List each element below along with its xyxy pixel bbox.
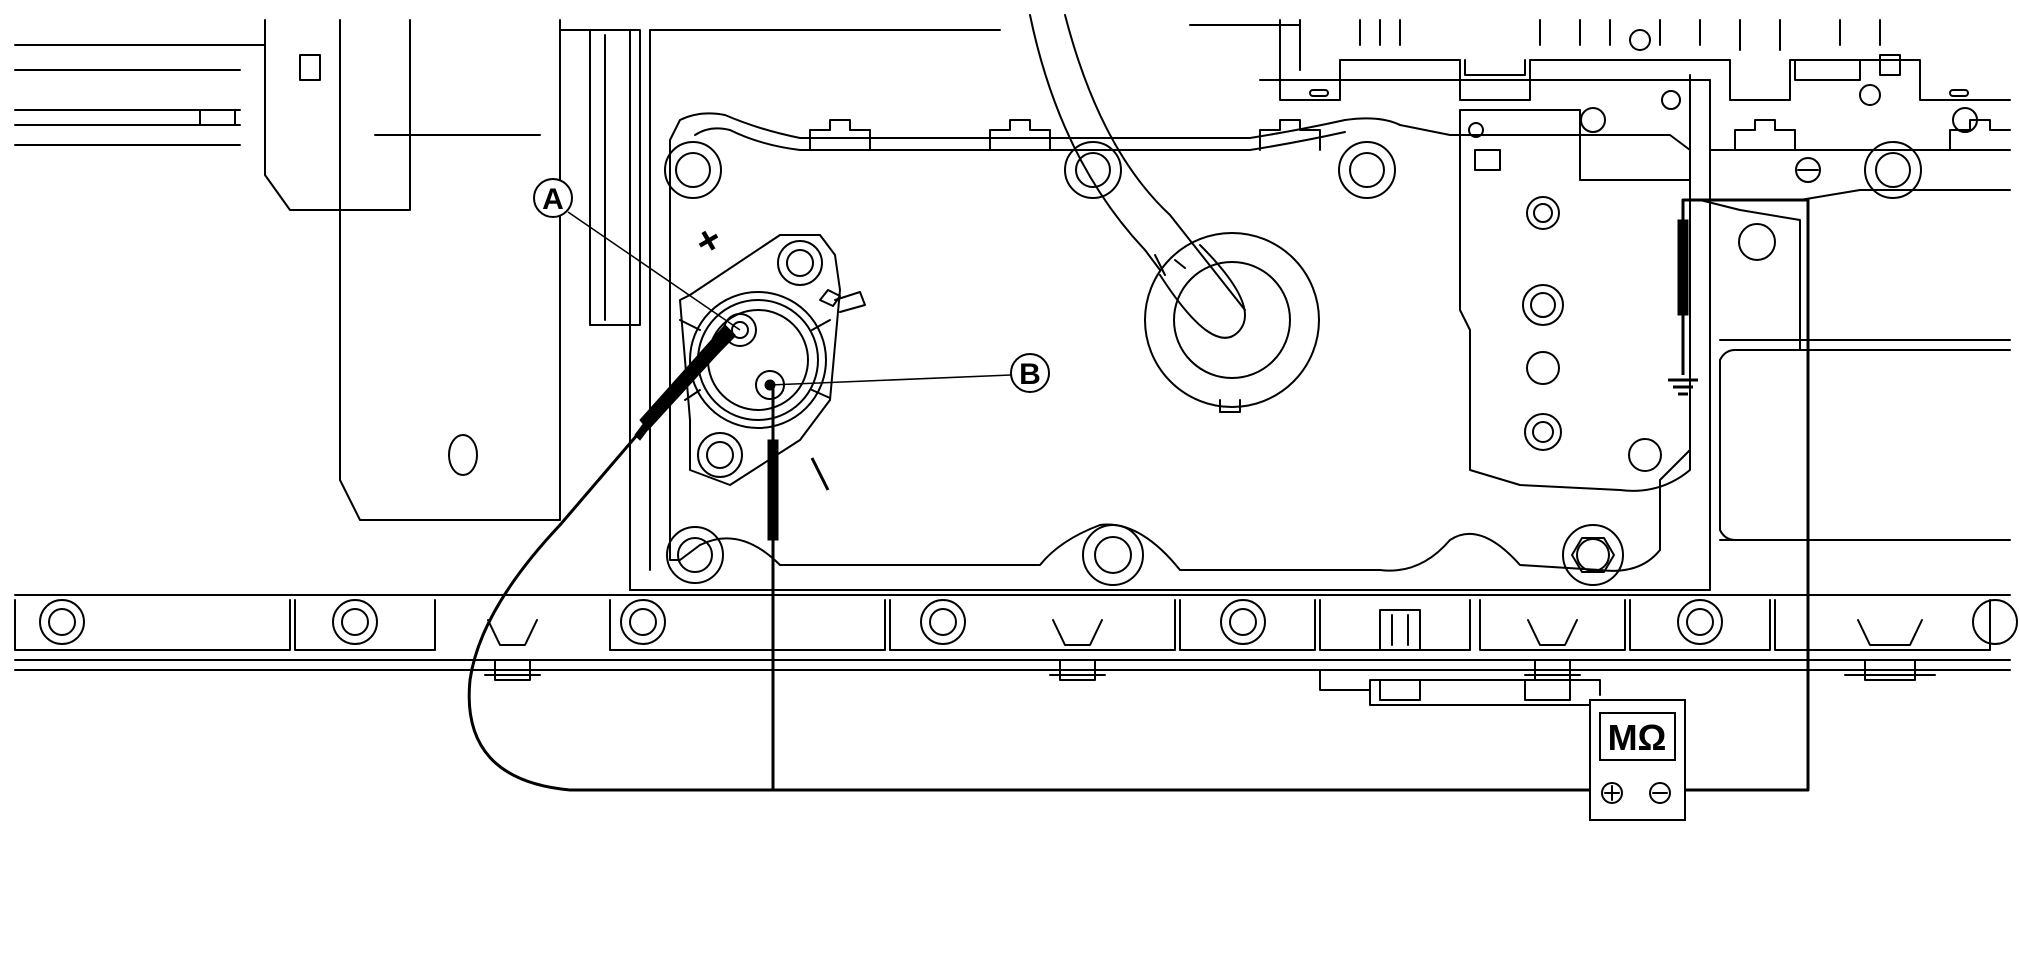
left-bracket: [14, 19, 641, 521]
cover-bolts: [664, 141, 1922, 586]
callout-b-label: B: [1019, 358, 1041, 391]
upper-components: [1279, 19, 2011, 171]
meter-positive-terminal: [1601, 782, 1623, 804]
test-leads: [467, 198, 1810, 792]
callout-a-label: A: [542, 183, 564, 216]
cover-plate: [629, 29, 2011, 591]
callout-a: A: [533, 178, 741, 331]
right-bracket: [1459, 109, 2011, 541]
callout-b: B: [769, 353, 1050, 393]
minus-mark: [810, 457, 830, 491]
megohmmeter: MΩ: [1589, 699, 1686, 821]
meter-unit-label: MΩ: [1608, 717, 1667, 758]
cable-grommet: [1029, 14, 1320, 413]
meter-negative-terminal: [1649, 782, 1671, 804]
plus-mark: +: [688, 216, 730, 266]
probe-a-lead: [467, 333, 1612, 792]
lower-rail: [14, 594, 2018, 706]
meter-display: [1599, 712, 1676, 761]
